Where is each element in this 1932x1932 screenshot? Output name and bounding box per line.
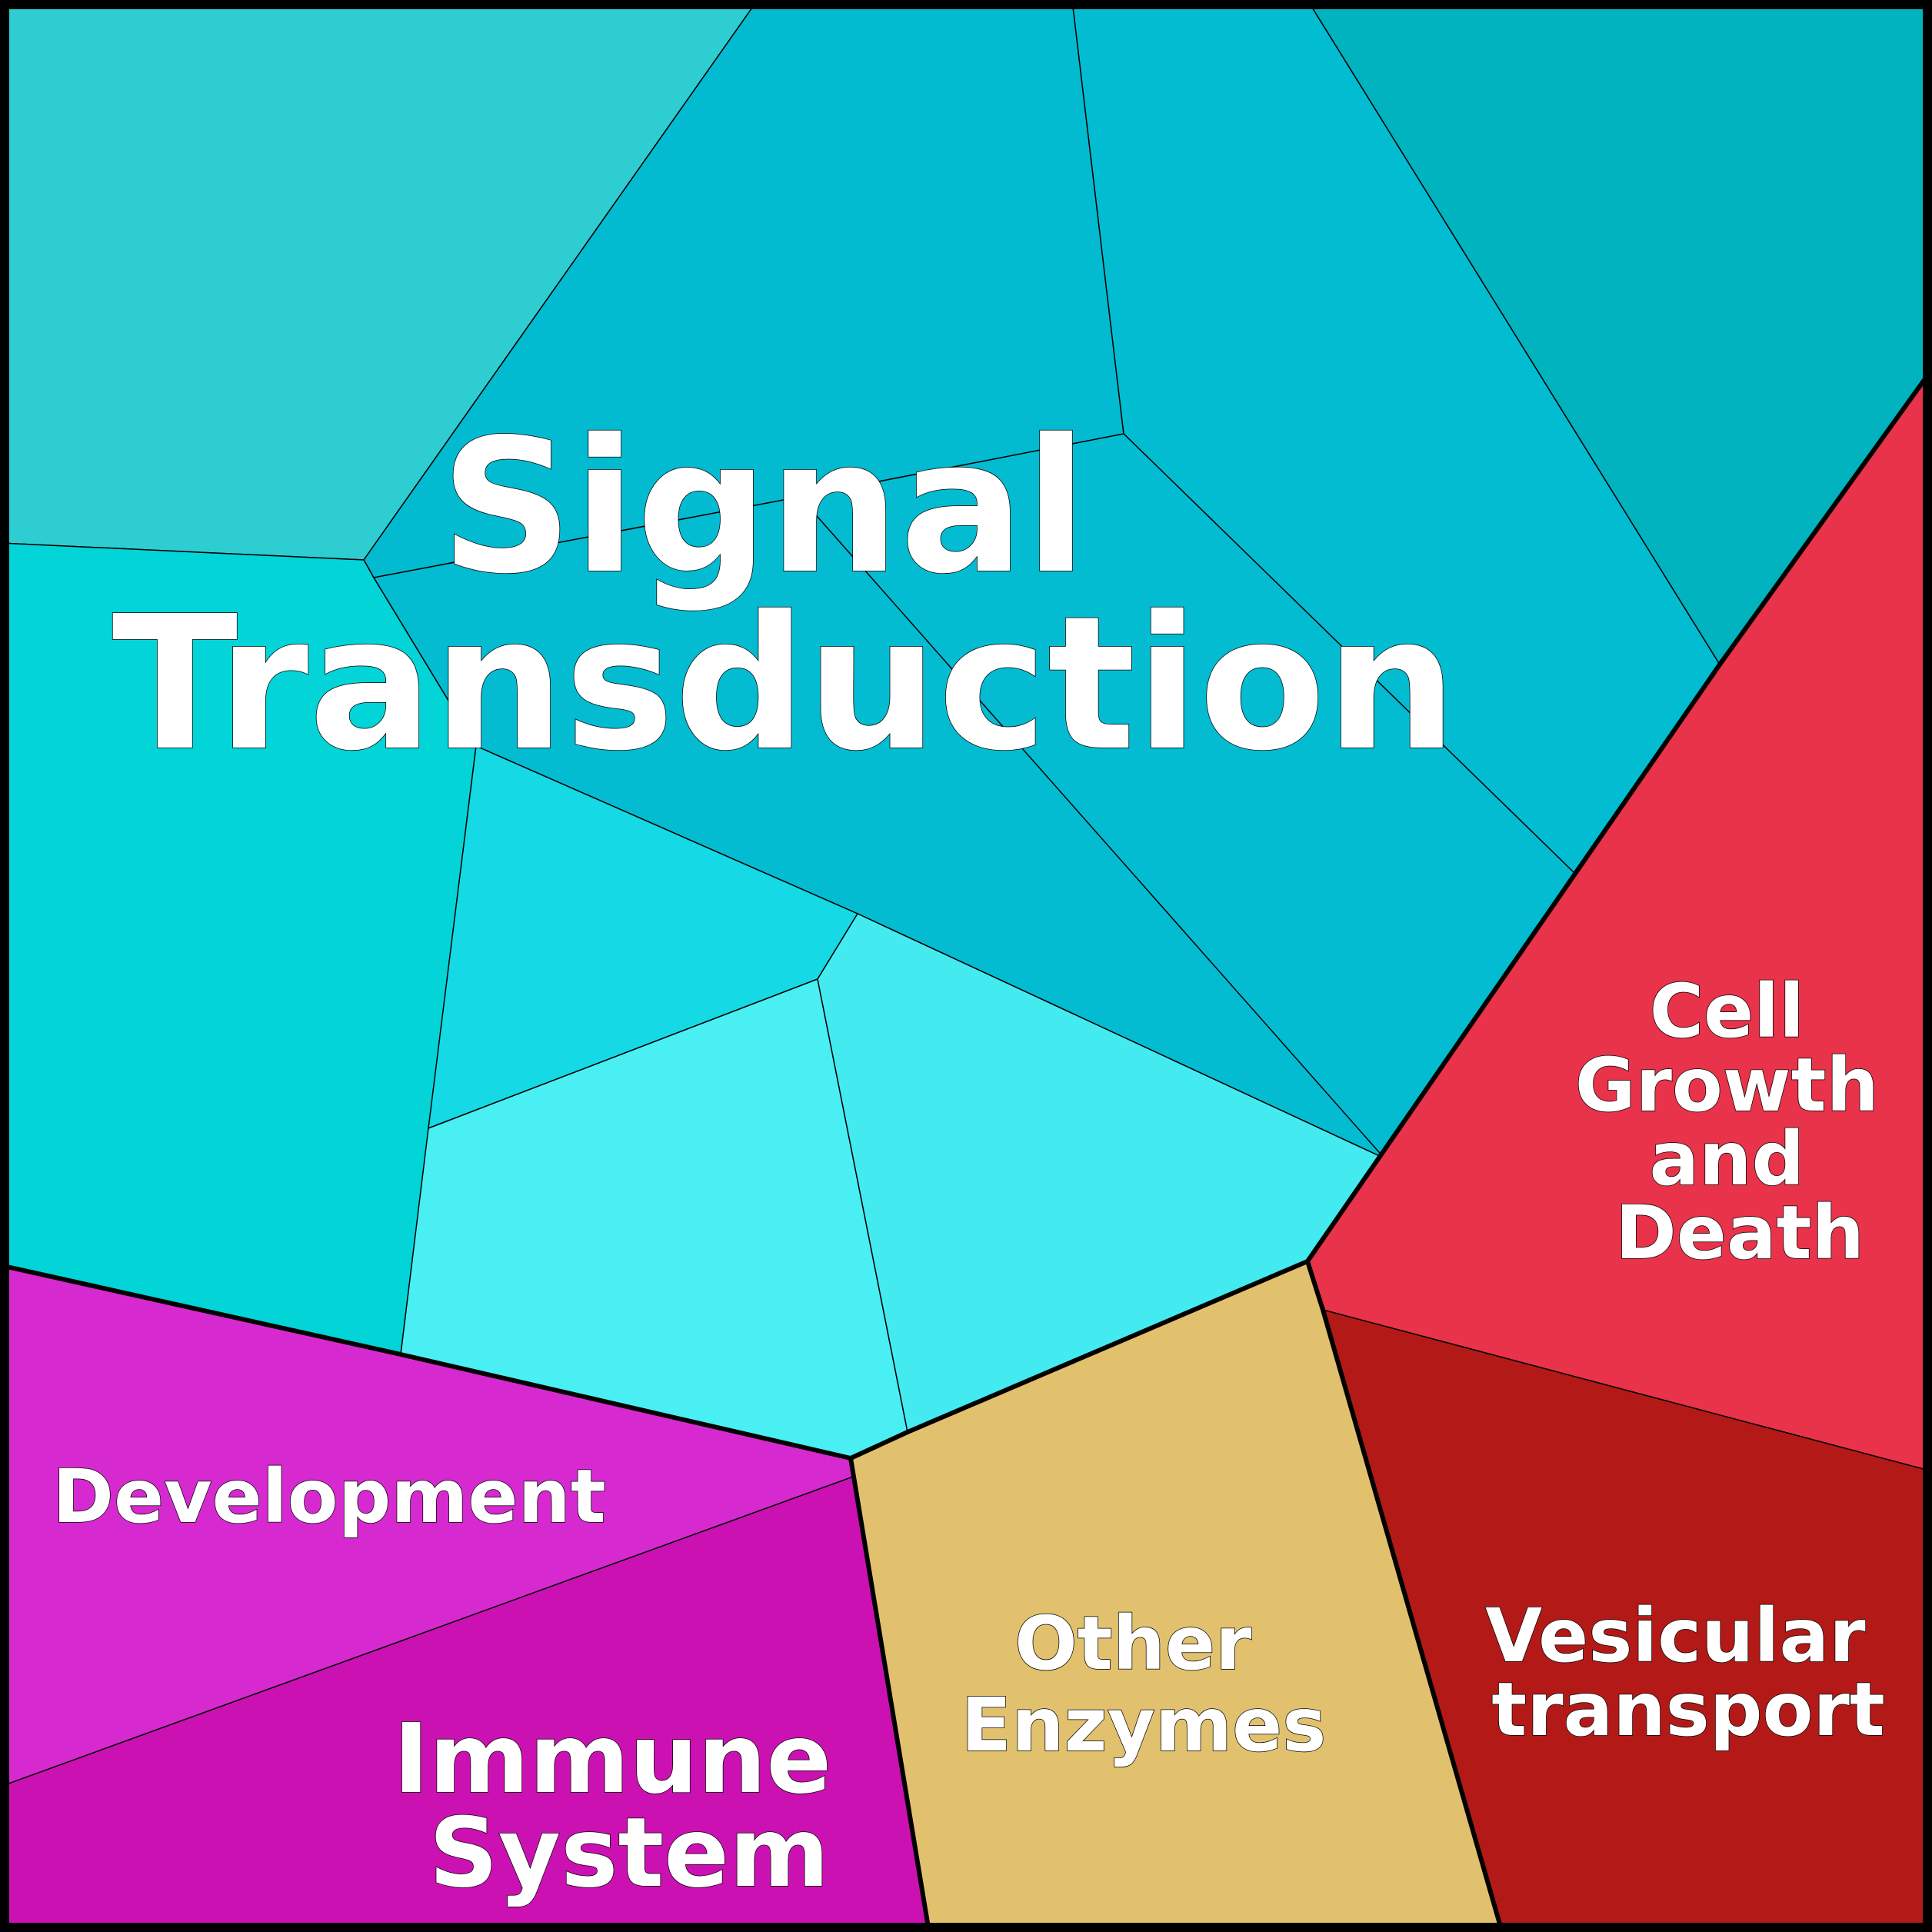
cell-growth-and-death-label: Cell Growth and Death xyxy=(1575,968,1904,1276)
cell-growth-line-2: Growth xyxy=(1575,1042,1879,1128)
vesicular-line-2: transport xyxy=(1491,1667,1884,1753)
development-line-1: Development xyxy=(52,1454,605,1540)
signal-subcell-4 xyxy=(1307,0,1932,666)
signal-transduction-line-2: Transduction xyxy=(112,576,1457,791)
other-enzymes-line-2: Enzymes xyxy=(961,1682,1327,1768)
signal-subcell-divider xyxy=(799,496,1385,1159)
signal-transduction-cells xyxy=(0,0,1932,1459)
immune-system-line-2: System xyxy=(429,1797,830,1909)
group-boundary-signal xyxy=(0,368,1932,1461)
signal-transduction-line-1: Signal xyxy=(440,399,1088,615)
vesicular-line-1: Vesicular xyxy=(1485,1593,1866,1679)
immune-system-label: Immune System xyxy=(393,1704,864,1909)
other-enzymes-line-1: Other xyxy=(1014,1601,1252,1687)
group-boundary-enzymes-left xyxy=(848,1457,931,1932)
immune-system-line-1: Immune xyxy=(393,1704,831,1815)
vesicular-transport-label: Vesicular transport xyxy=(1485,1593,1891,1753)
other-enzymes-label: Other Enzymes xyxy=(961,1601,1327,1768)
cell-growth-line-1: Cell xyxy=(1650,968,1804,1054)
development-label: Development xyxy=(52,1454,605,1540)
signal-transduction-label: Signal Transduction xyxy=(112,399,1457,791)
group-boundary-enzymes-right xyxy=(1305,1261,1504,1932)
cell-growth-line-3: and xyxy=(1649,1116,1804,1202)
cell-growth-line-4: Death xyxy=(1615,1190,1864,1276)
